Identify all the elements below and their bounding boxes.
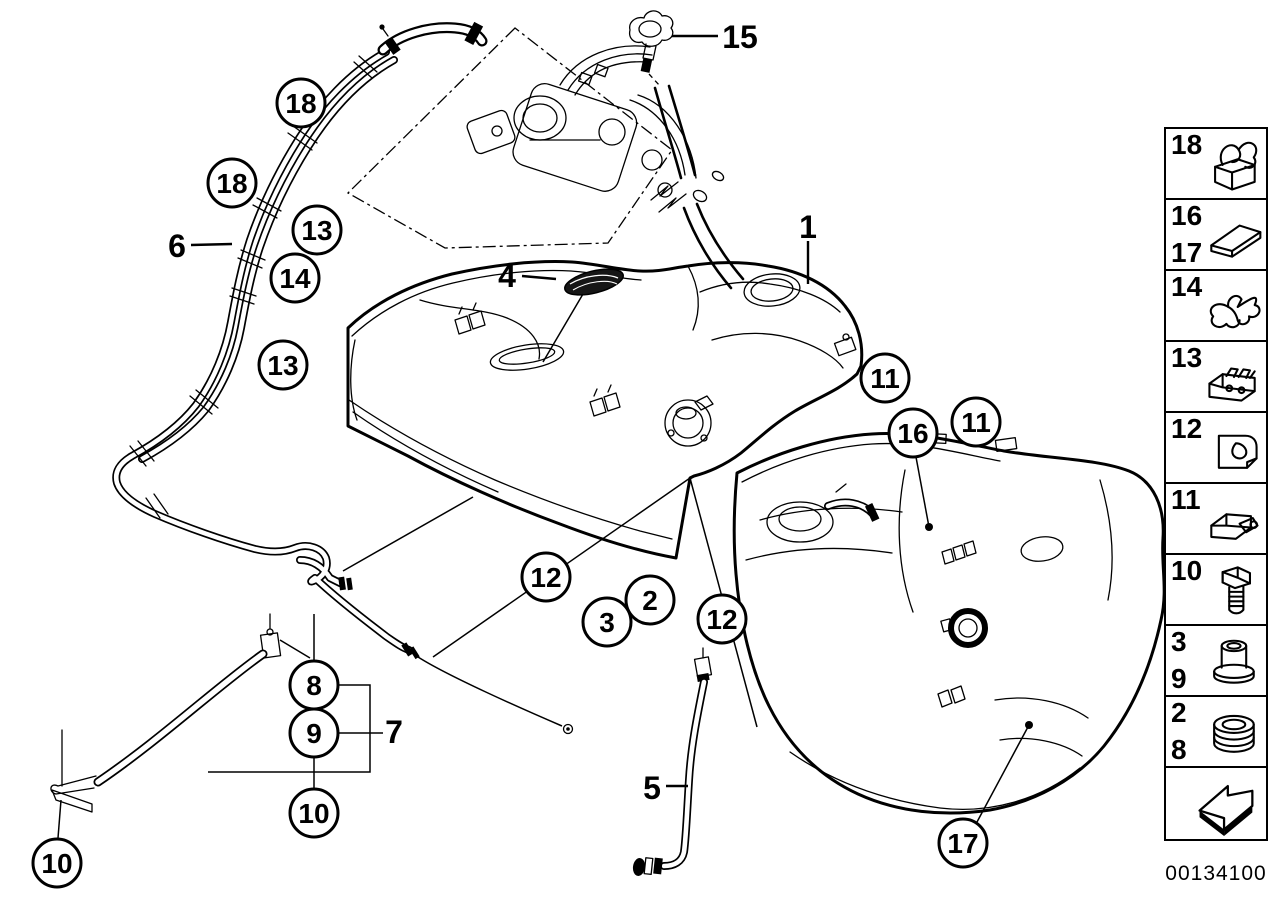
leader-lines bbox=[57, 34, 1033, 839]
callout-12-a[interactable]: 12 bbox=[520, 551, 572, 603]
feed-hose bbox=[377, 21, 488, 56]
legend-box-arrow bbox=[1166, 768, 1266, 839]
legend-number: 18 bbox=[1171, 129, 1203, 160]
svg-text:12: 12 bbox=[530, 562, 561, 593]
legend-number: 9 bbox=[1171, 663, 1187, 694]
svg-text:17: 17 bbox=[947, 828, 978, 859]
hex-bolt-icon bbox=[1200, 557, 1266, 623]
label-7[interactable]: 7 bbox=[385, 714, 403, 750]
label-1[interactable]: 1 bbox=[799, 209, 817, 245]
legend-number: 3 bbox=[1171, 626, 1187, 657]
callout-16[interactable]: 16 bbox=[887, 407, 939, 459]
legend-box-14: 14 bbox=[1166, 271, 1266, 342]
legend-number: 17 bbox=[1171, 237, 1203, 268]
clip-with-peg-icon bbox=[1200, 486, 1266, 552]
legend-box-13: 13 bbox=[1166, 342, 1266, 413]
fuel-line-5 bbox=[632, 647, 713, 876]
svg-text:13: 13 bbox=[301, 215, 332, 246]
svg-text:12: 12 bbox=[706, 604, 737, 635]
svg-text:10: 10 bbox=[298, 798, 329, 829]
filler-pipe bbox=[650, 84, 745, 290]
grommet-icon bbox=[1200, 699, 1266, 765]
cable-clip-icon bbox=[1200, 415, 1266, 481]
svg-text:14: 14 bbox=[279, 263, 311, 294]
label-4[interactable]: 4 bbox=[498, 258, 516, 294]
callout-13-a[interactable]: 13 bbox=[291, 204, 343, 256]
parts-legend-sidebar: 18 16 17 14 bbox=[1164, 127, 1268, 841]
legend-box-18: 18 bbox=[1166, 129, 1266, 200]
fuel-filler-cap bbox=[628, 10, 674, 87]
legend-number: 10 bbox=[1171, 555, 1203, 586]
svg-text:11: 11 bbox=[870, 363, 900, 394]
legend-number: 16 bbox=[1171, 200, 1203, 231]
tank-strap bbox=[50, 613, 282, 813]
svg-text:16: 16 bbox=[897, 418, 928, 449]
filler-seal bbox=[542, 268, 624, 363]
butterfly-clip-icon bbox=[1200, 273, 1266, 339]
direction-arrow-icon bbox=[1192, 771, 1258, 837]
adhesive-pad-icon bbox=[1200, 202, 1266, 268]
callout-11-b[interactable]: 11 bbox=[950, 396, 1002, 448]
legend-number: 14 bbox=[1171, 271, 1203, 302]
label-6[interactable]: 6 bbox=[168, 228, 186, 264]
svg-text:18: 18 bbox=[216, 168, 247, 199]
legend-number: 8 bbox=[1171, 734, 1187, 765]
callout-14[interactable]: 14 bbox=[269, 252, 321, 304]
callout-2[interactable]: 2 bbox=[624, 574, 676, 626]
callout-8[interactable]: 8 bbox=[288, 659, 340, 711]
svg-text:11: 11 bbox=[961, 407, 991, 438]
label-5[interactable]: 5 bbox=[643, 770, 661, 806]
bushing-icon bbox=[1200, 628, 1266, 694]
svg-text:18: 18 bbox=[285, 88, 316, 119]
callout-11-a[interactable]: 11 bbox=[859, 352, 911, 404]
vent-line bbox=[112, 48, 574, 735]
callout-9[interactable]: 9 bbox=[288, 707, 340, 759]
callout-18-a[interactable]: 18 bbox=[275, 77, 327, 129]
legend-number: 13 bbox=[1171, 342, 1203, 373]
pipe-clip-icon bbox=[1200, 131, 1266, 197]
callout-12-b[interactable]: 12 bbox=[696, 593, 748, 645]
svg-text:9: 9 bbox=[306, 718, 322, 749]
label-15[interactable]: 15 bbox=[722, 19, 758, 55]
svg-text:10: 10 bbox=[41, 848, 72, 879]
right-fuel-tank bbox=[732, 333, 1166, 815]
legend-box-2-8: 2 8 bbox=[1166, 697, 1266, 768]
legend-number: 12 bbox=[1171, 413, 1203, 444]
legend-box-10: 10 bbox=[1166, 555, 1266, 626]
multi-line-clip-icon bbox=[1200, 344, 1266, 410]
callout-10-b[interactable]: 10 bbox=[31, 837, 83, 889]
legend-number: 11 bbox=[1171, 484, 1201, 515]
callout-17[interactable]: 17 bbox=[937, 817, 989, 869]
callout-10-a[interactable]: 10 bbox=[288, 787, 340, 839]
svg-text:8: 8 bbox=[306, 670, 322, 701]
left-fuel-tank bbox=[346, 260, 864, 560]
legend-box-16-17: 16 17 bbox=[1166, 200, 1266, 271]
svg-text:2: 2 bbox=[642, 585, 658, 616]
detail-view-outline bbox=[346, 27, 673, 249]
svg-text:13: 13 bbox=[267, 350, 298, 381]
diagram-part-number: 00134100 bbox=[1165, 862, 1267, 885]
legend-box-12: 12 bbox=[1166, 413, 1266, 484]
callout-13-b[interactable]: 13 bbox=[257, 339, 309, 391]
legend-box-3-9: 3 9 bbox=[1166, 626, 1266, 697]
legend-number: 2 bbox=[1171, 697, 1187, 728]
legend-box-11: 11 bbox=[1166, 484, 1266, 555]
fuel-pump-assembly bbox=[466, 45, 725, 203]
callout-3[interactable]: 3 bbox=[581, 596, 633, 648]
svg-text:3: 3 bbox=[599, 607, 615, 638]
callout-18-b[interactable]: 18 bbox=[206, 157, 258, 209]
